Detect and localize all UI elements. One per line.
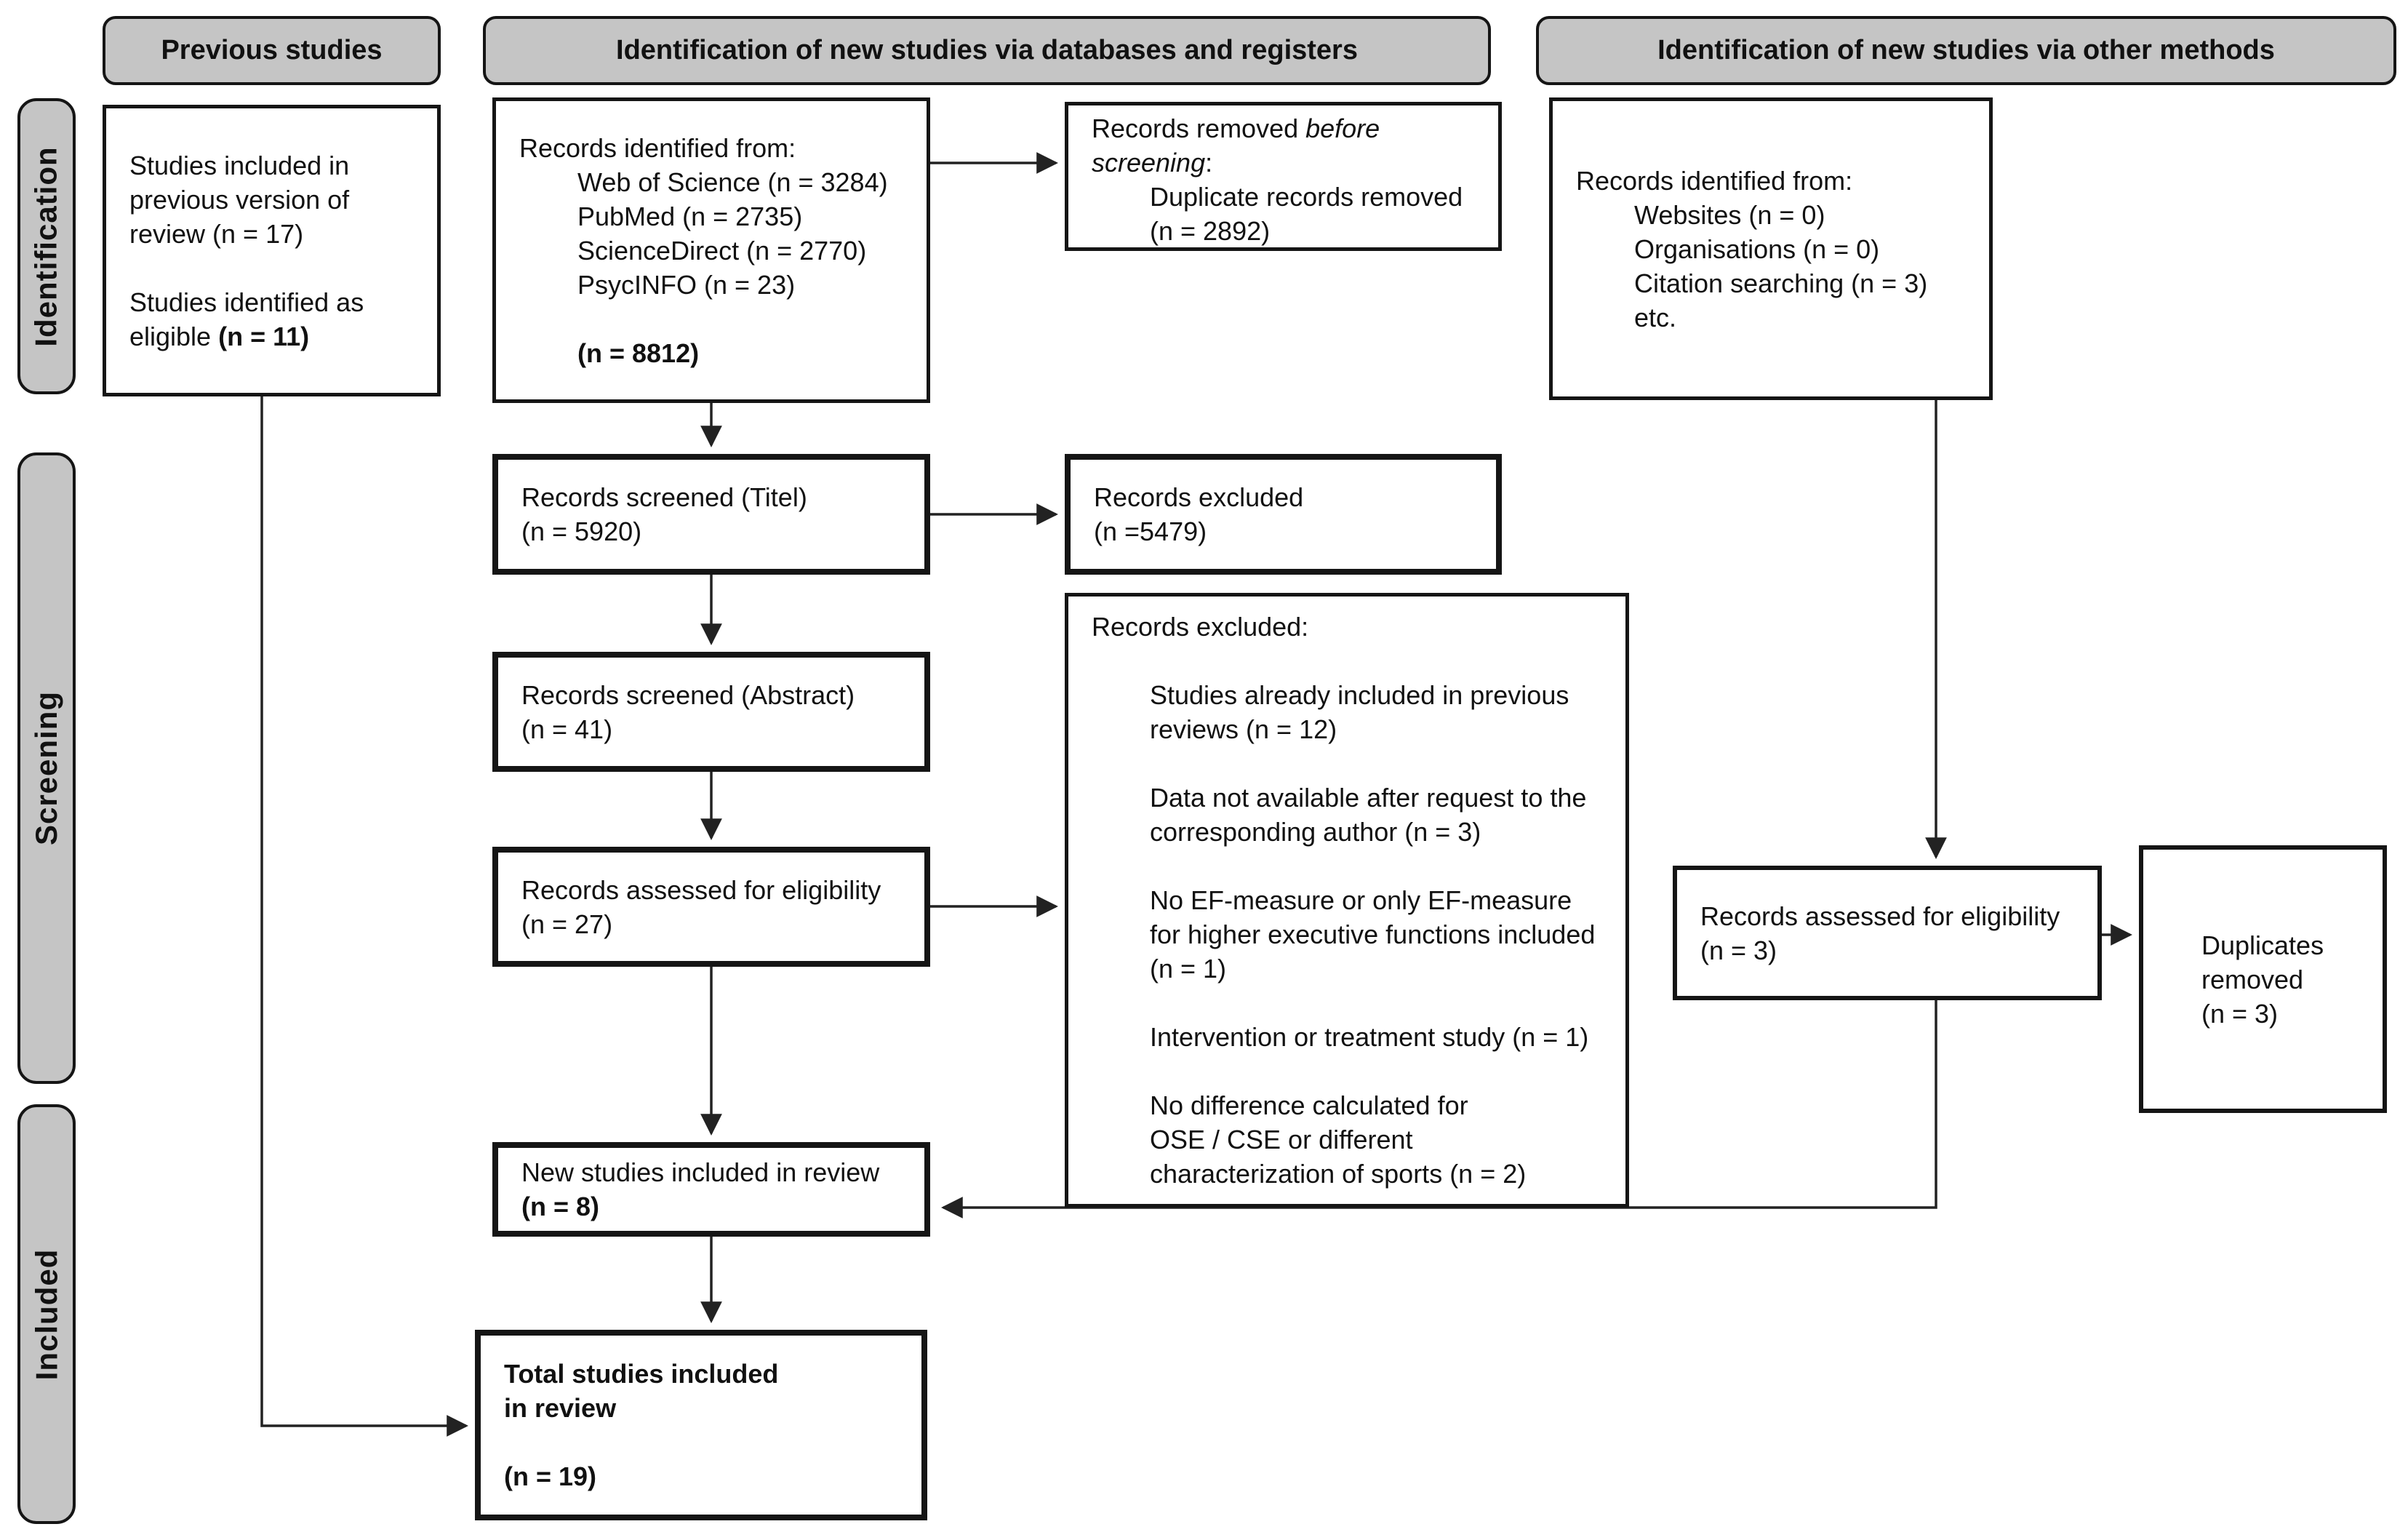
box-records-excluded-reasons: Records excluded: Studies already includ… [1065,593,1629,1208]
box-records-screened-abstract: Records screened (Abstract)(n = 41) [492,652,930,772]
box-records-assessed-other-text: Records assessed for eligibility(n = 3) [1700,901,2060,965]
box-records-identified-databases: Records identified from:Web of Science (… [492,97,930,403]
box-new-studies-included: New studies included in review(n = 8) [492,1142,930,1237]
column-header-databases-registers: Identification of new studies via databa… [483,16,1491,85]
stage-label-included: Included [29,1248,63,1380]
stage-band-identification: Identification [17,98,76,394]
column-header-other-methods: Identification of new studies via other … [1536,16,2396,85]
stage-label-screening: Screening [29,690,64,846]
box-records-assessed-other: Records assessed for eligibility(n = 3) [1673,866,2102,1000]
box-records-excluded-reasons-text: Records excluded: Studies already includ… [1092,612,1596,1189]
box-records-assessed-eligibility-text: Records assessed for eligibility(n = 27) [521,874,881,939]
box-records-identified-databases-text: Records identified from:Web of Science (… [519,132,888,368]
box-records-assessed-eligibility: Records assessed for eligibility(n = 27) [492,847,930,967]
box-records-screened-title-text: Records screened (Titel)(n = 5920) [521,482,807,546]
box-records-screened-abstract-text: Records screened (Abstract)(n = 41) [521,679,855,744]
arrow-previous-studies-to-total [260,396,468,1437]
box-records-excluded-title: Records excluded(n =5479) [1065,454,1502,575]
box-records-excluded-title-text: Records excluded(n =5479) [1094,482,1304,546]
stage-label-identification: Identification [29,145,63,347]
box-new-studies-included-text: New studies included in review(n = 8) [521,1157,880,1221]
box-records-identified-other: Records identified from:Websites (n = 0)… [1549,97,1993,400]
box-records-identified-other-text: Records identified from:Websites (n = 0)… [1576,165,1928,332]
stage-band-included: Included [17,1104,76,1524]
box-records-screened-title: Records screened (Titel)(n = 5920) [492,454,930,575]
column-header-previous-studies: Previous studies [103,16,441,85]
stage-band-screening: Screening [17,452,76,1084]
